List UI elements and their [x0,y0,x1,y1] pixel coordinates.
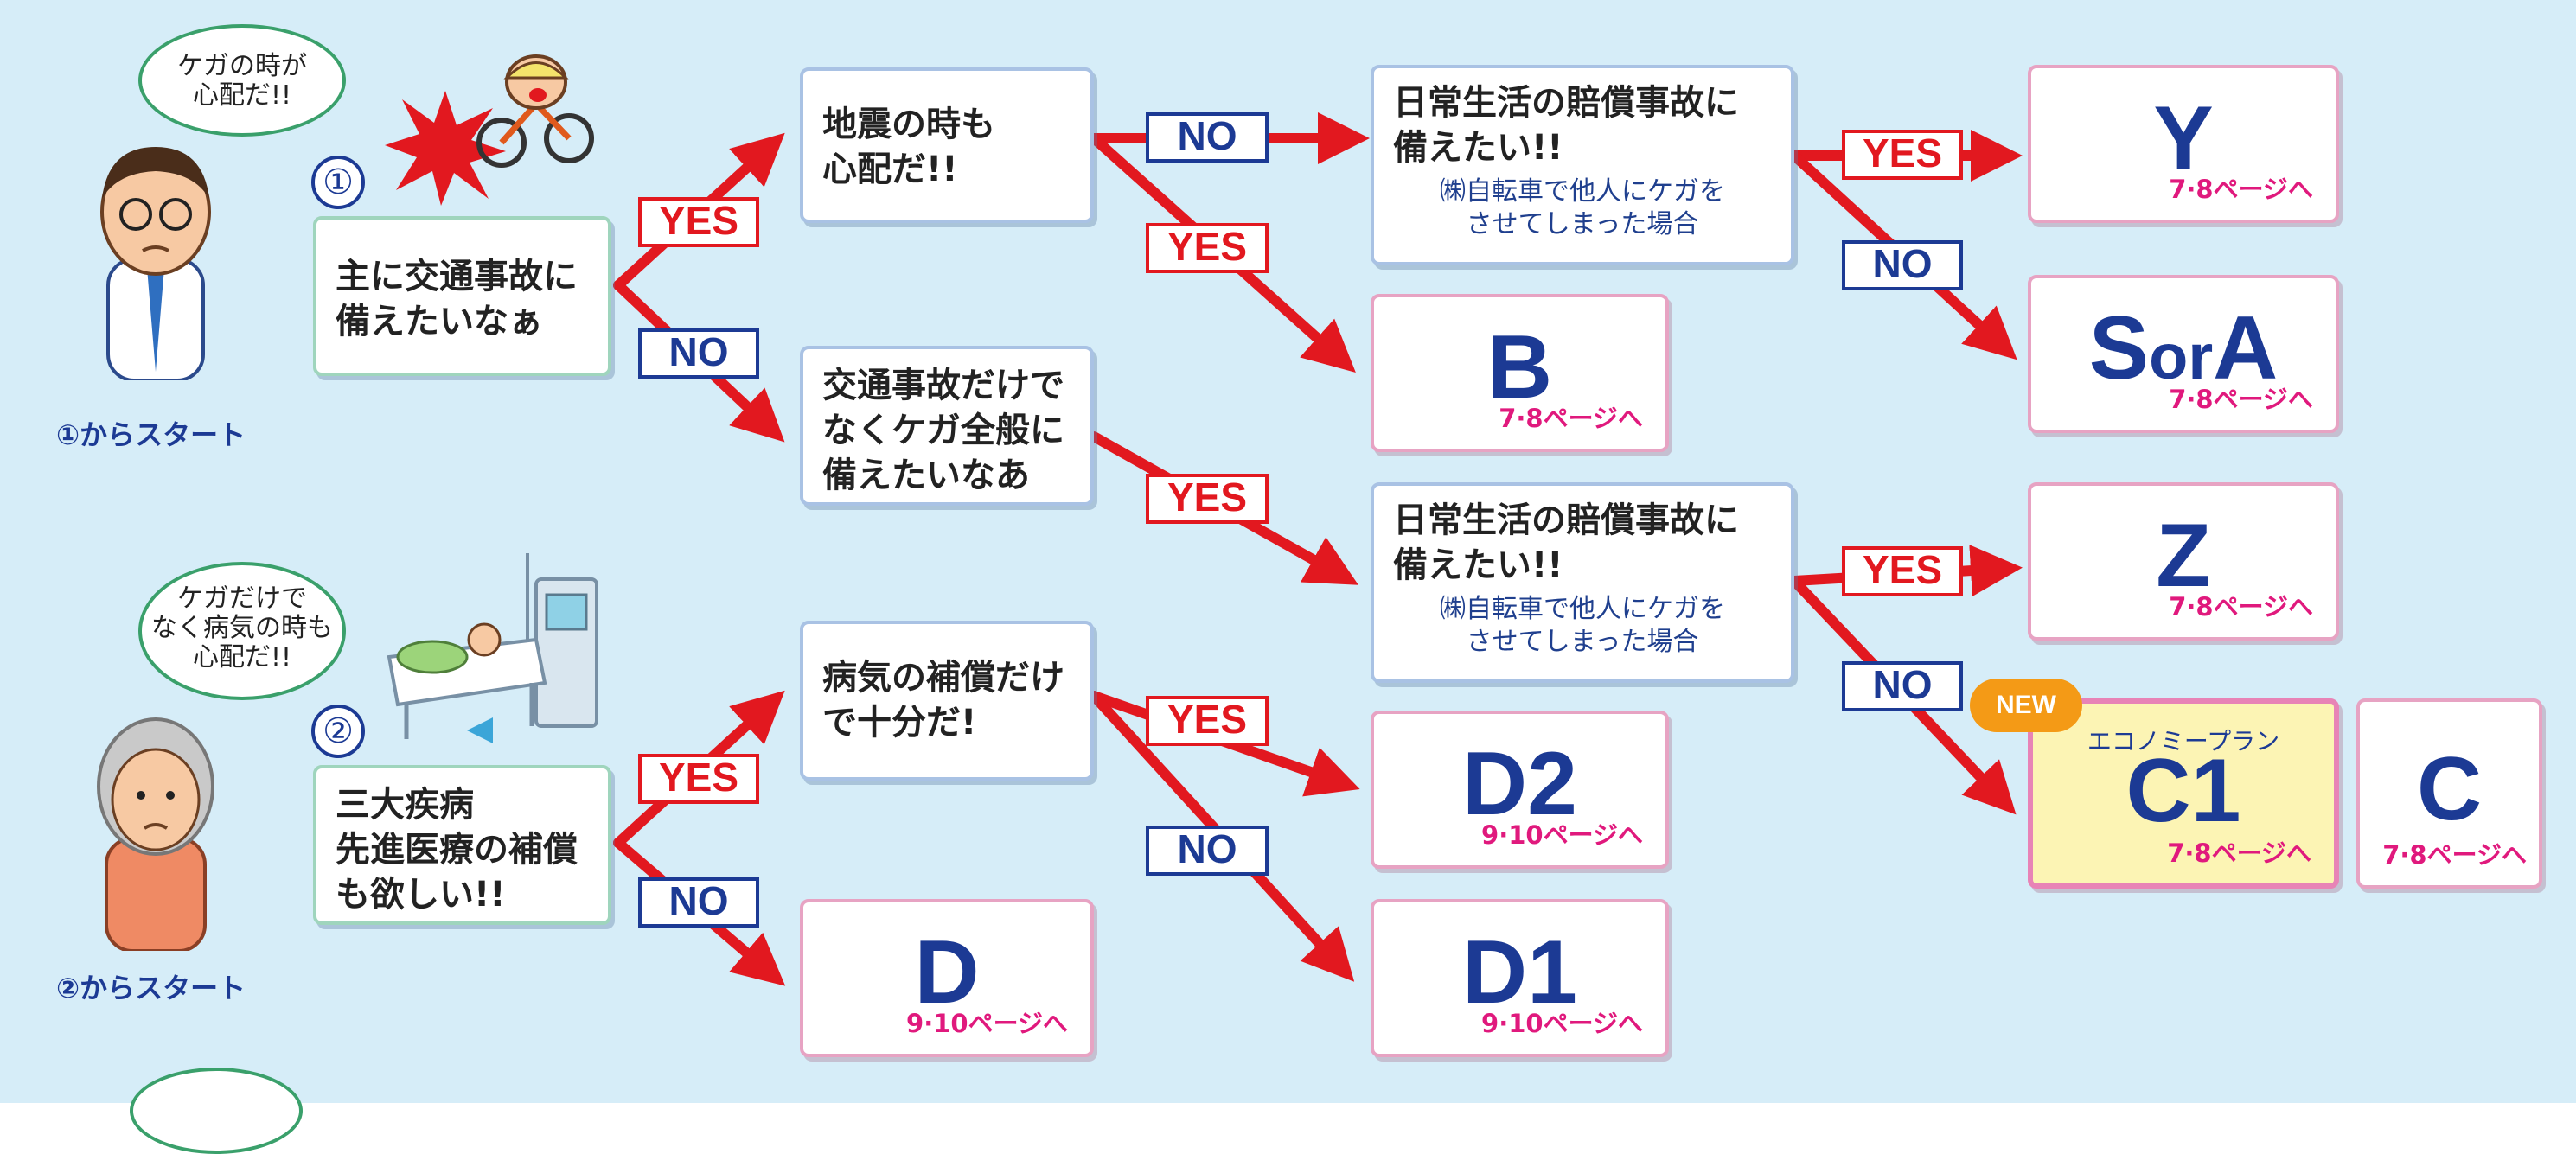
result-box-y: Y 7·8ページへ [2028,65,2339,223]
q7-line-1: 病気の補償だけ [822,658,1064,698]
tag-q6-no: NO [638,877,759,928]
q4-line-1: 日常生活の賠償事故に [1393,83,1739,123]
bubble-2-line-3: 心配だ!! [192,642,292,673]
q6-line-3: も欲しい!! [336,875,506,915]
q3-line-2: なくケガ全般に [822,411,1064,450]
result-box-c1: エコノミープラン C1 7·8ページへ [2028,698,2339,889]
result-c1-letter: C1 [2125,741,2241,841]
start-marker-1: ① [311,156,365,209]
crash-burst-icon [385,91,506,206]
q1-line-1: 主に交通事故に [336,257,578,296]
result-sora-s: S [2088,298,2150,398]
question-box-q5: 日常生活の賠償事故に 備えたい!! ㈱自転車で他人にケガを させてしまった場合 [1371,482,1794,683]
result-sora-or: or [2149,321,2214,392]
bubble-1-line-1: ケガの時が [177,51,307,81]
bicycle-rider-illustration [476,54,594,168]
tag-q2-no: NO [1146,112,1269,163]
result-b-page: 7·8ページへ [1499,404,1643,433]
result-box-d1: D1 9·10ページへ [1371,899,1669,1057]
result-box-c: C 7·8ページへ [2356,698,2542,889]
q6-line-2: 先進医療の補償 [336,830,578,870]
tag-q1-no: NO [638,328,759,379]
q5-example-line-2: させてしまった場合 [1466,627,1699,657]
partial-speech-bubble [130,1068,303,1154]
tag-q7-yes: YES [1146,696,1269,746]
start-label-1: ①からスタート [56,418,246,451]
man-thinking-illustration [100,147,211,380]
tag-q5-yes: YES [1842,546,1963,596]
result-sora-a: A [2213,298,2279,398]
result-b-letter: B [1486,317,1553,418]
q3-line-1: 交通事故だけで [822,366,1064,405]
q4-example-line-2: させてしまった場合 [1466,209,1699,239]
result-d2-page: 9·10ページへ [1481,820,1643,850]
result-z-letter: Z [2156,506,2211,606]
question-box-q4: 日常生活の賠償事故に 備えたい!! ㈱自転車で他人にケガを させてしまった場合 [1371,65,1794,265]
q2-line-1: 地震の時も [822,105,995,144]
result-box-z: Z 7·8ページへ [2028,482,2339,641]
bubble-1-line-2: 心配だ!! [192,80,292,111]
tag-q3-yes: YES [1146,474,1269,524]
tag-q4-no: NO [1842,240,1963,290]
hospital-bed-illustration [387,553,598,743]
result-d-page: 9·10ページへ [906,1009,1068,1038]
q7-line-2: で十分だ! [822,703,977,743]
result-c-page: 7·8ページへ [2382,840,2527,870]
question-box-q2: 地震の時も 心配だ!! [800,67,1094,223]
result-c1-page: 7·8ページへ [2167,838,2311,868]
question-box-q7: 病気の補償だけ で十分だ! [800,621,1094,781]
start-label-2: ②からスタート [56,972,246,1004]
q1-line-2: 備えたいなぁ [336,302,543,341]
result-box-s-or-a: SorA 7·8ページへ [2028,275,2339,433]
result-z-page: 7·8ページへ [2169,592,2313,622]
speech-bubble-2: ケガだけで なく病気の時も 心配だ!! [138,562,346,700]
new-badge: NEW [1970,679,2082,732]
q5-line-1: 日常生活の賠償事故に [1393,500,1739,540]
result-sora-letters: SorA [2031,301,2336,405]
result-c1-plan-name: エコノミープラン [2087,727,2280,756]
speech-bubble-1: ケガの時が 心配だ!! [138,24,346,137]
result-y-letter: Y [2153,88,2214,188]
result-d-letter: D [914,922,980,1023]
q3-line-3: 備えたいなあ [822,456,1030,495]
q2-line-2: 心配だ!! [822,150,958,189]
result-y-page: 7·8ページへ [2169,175,2313,204]
woman-worried-illustration [97,717,214,951]
result-sora-page: 7·8ページへ [2169,385,2313,414]
q5-line-2: 備えたい!! [1393,545,1563,585]
bubble-2-line-2: なく病気の時も [151,613,333,643]
tag-q1-yes: YES [638,197,759,247]
result-c-letter: C [2416,739,2483,839]
result-d1-letter: D1 [1462,922,1577,1023]
q6-line-1: 三大疾病 [336,785,474,825]
tag-q4-yes: YES [1842,130,1963,180]
q4-line-2: 備えたい!! [1393,128,1563,168]
tag-q2-yes: YES [1146,223,1269,273]
question-box-q3: 交通事故だけで なくケガ全般に 備えたいなあ [800,346,1094,506]
q5-example-line-1: ㈱自転車で他人にケガを [1440,594,1725,624]
tag-q6-yes: YES [638,754,759,804]
result-box-b: B 7·8ページへ [1371,294,1669,452]
result-box-d2: D2 9·10ページへ [1371,711,1669,869]
question-box-q6: 三大疾病 先進医療の補償 も欲しい!! [313,765,611,925]
q4-example-line-1: ㈱自転車で他人にケガを [1440,176,1725,207]
question-box-q1: 主に交通事故に 備えたいなぁ [313,216,611,376]
start-marker-2: ② [311,705,365,758]
tag-q5-no: NO [1842,661,1963,711]
bubble-2-line-1: ケガだけで [177,583,307,614]
tag-q7-no: NO [1146,826,1269,876]
result-box-d: D 9·10ページへ [800,899,1094,1057]
result-d2-letter: D2 [1462,734,1577,834]
result-d1-page: 9·10ページへ [1481,1009,1643,1038]
